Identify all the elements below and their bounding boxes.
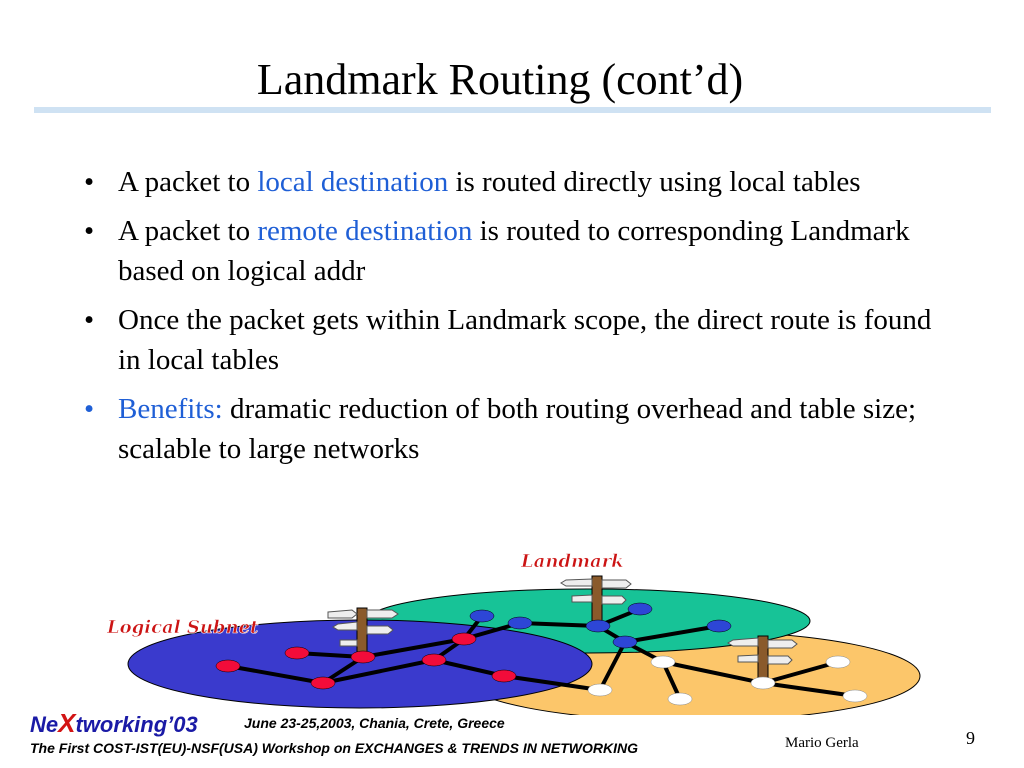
signpost-icon <box>727 635 798 679</box>
bullet-text: is routed to corresponding Landmark base… <box>118 215 910 287</box>
network-node <box>451 632 477 646</box>
network-node <box>215 659 241 673</box>
network-node <box>587 683 613 697</box>
network-node <box>825 655 851 669</box>
bullet-list: • A packet to local destination is route… <box>74 162 934 478</box>
signpost-icon <box>560 575 632 625</box>
bullet-dot: • <box>84 304 95 336</box>
network-diagram: Landmark Logical Subnet <box>106 551 921 715</box>
network-node <box>421 653 447 667</box>
network-node <box>284 646 310 660</box>
network-node <box>627 602 653 616</box>
bullet-dot: • <box>84 393 95 425</box>
bullet-text: A packet to <box>118 166 258 198</box>
network-node <box>706 619 732 633</box>
white-nodes <box>587 655 868 706</box>
author-name: Mario Gerla <box>785 735 859 751</box>
bullet-dot: • <box>84 166 95 198</box>
bullet-item: • Once the packet gets within Landmark s… <box>74 300 934 380</box>
bullet-text: Once the packet gets within Landmark sco… <box>118 304 932 376</box>
bullet-item: • A packet to local destination is route… <box>74 162 934 202</box>
brand-suffix: tworking’03 <box>75 712 198 737</box>
slide-title: Landmark Routing (cont’d) <box>256 55 744 104</box>
network-node <box>469 609 495 623</box>
bullet-highlight: remote destination <box>257 215 473 247</box>
network-node <box>650 655 676 669</box>
red-nodes <box>215 632 517 690</box>
network-node <box>667 692 693 706</box>
network-node <box>507 616 533 630</box>
bullet-text: dramatic reduction of both routing overh… <box>118 393 917 465</box>
conference-date: June 23-25,2003, Chania, Crete, Greece <box>244 715 505 731</box>
brand-x: X <box>58 708 76 738</box>
bullet-highlight: Benefits: <box>118 393 223 425</box>
workshop-title: The First COST-IST(EU)-NSF(USA) Workshop… <box>30 740 638 756</box>
page-number: 9 <box>966 728 975 748</box>
bullet-text: is routed directly using local tables <box>448 166 861 198</box>
network-node <box>310 676 336 690</box>
network-node <box>842 689 868 703</box>
signpost-icon <box>327 607 399 657</box>
title-divider <box>34 107 991 113</box>
network-node <box>585 619 611 633</box>
bullet-highlight: local destination <box>257 166 449 198</box>
bullet-item: • Benefits: dramatic reduction of both r… <box>74 389 934 469</box>
bullet-dot: • <box>84 215 95 247</box>
network-node <box>491 669 517 683</box>
landmark-label: Landmark <box>520 551 624 572</box>
brand-prefix: Ne <box>30 712 59 737</box>
blue-nodes <box>469 602 732 649</box>
network-node <box>750 676 776 690</box>
logical-subnet-label: Logical Subnet <box>106 617 259 638</box>
bullet-text: A packet to <box>118 215 258 247</box>
network-node <box>350 650 376 664</box>
conference-logo: NeXtworking’03 <box>30 708 198 739</box>
network-node <box>612 635 638 649</box>
bullet-item: • A packet to remote destination is rout… <box>74 211 934 291</box>
